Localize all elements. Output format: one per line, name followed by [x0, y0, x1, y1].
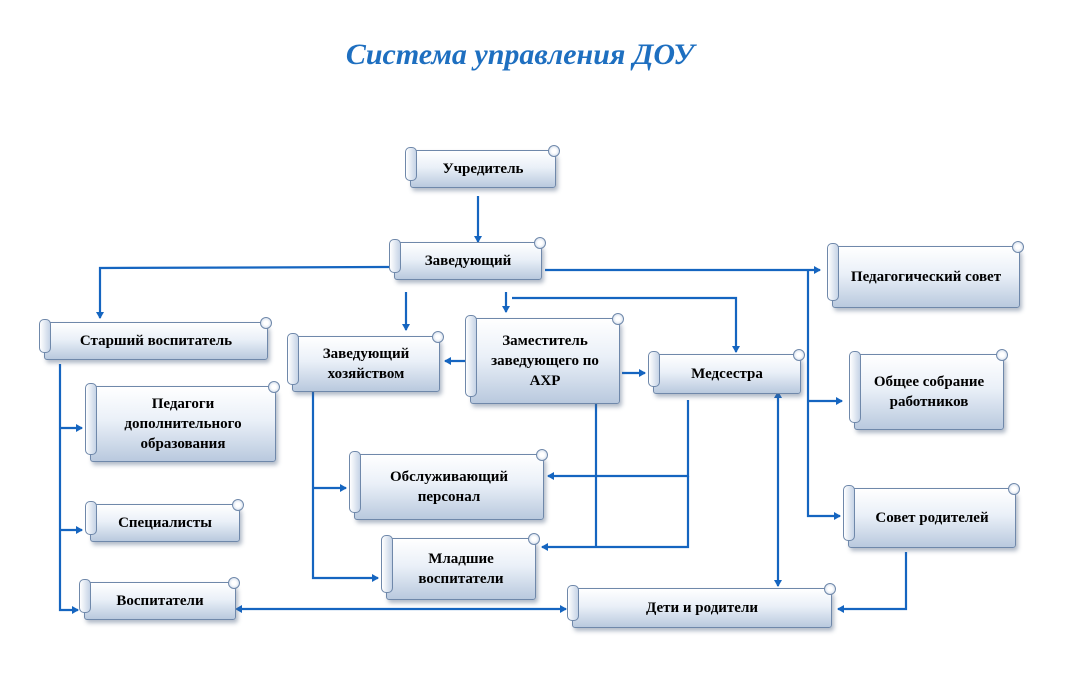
node-ped-council: Педагогический совет	[827, 241, 1024, 308]
link-trunk-right	[806, 270, 841, 520]
node-add-education: Педагоги дополнительного образования	[85, 381, 280, 462]
node-head: Заведующий	[389, 237, 546, 280]
node-children-parents: Дети и родители	[567, 583, 836, 628]
node-junior-educators: Младшие воспитатели	[381, 533, 540, 600]
diagram-title: Система управления ДОУ	[345, 38, 695, 71]
link-head-senior	[96, 265, 391, 319]
node-service-staff: Обслуживающий персонал	[349, 449, 548, 520]
link-supply-trunk	[311, 392, 379, 582]
node-specialists: Специалисты	[85, 499, 244, 542]
link-nurse-junior	[541, 476, 690, 551]
link-nurse-service	[547, 400, 690, 480]
node-educators: Воспитатели	[79, 577, 240, 620]
node-senior-teacher: Старший воспитатель	[39, 317, 272, 360]
link-parents-children	[837, 552, 908, 613]
link-senior-trunk	[58, 364, 79, 614]
node-nurse: Медсестра	[648, 349, 805, 394]
node-founder: Учредитель	[405, 145, 560, 188]
node-supply-manager: Заведующий хозяйством	[287, 331, 444, 392]
node-general-meeting: Общее собрание работников	[849, 349, 1008, 430]
node-deputy-ahr: Заместитель заведующего по АХР	[465, 313, 624, 404]
link-head-nurse	[512, 296, 740, 353]
node-parents-council: Совет родителей	[843, 483, 1020, 548]
